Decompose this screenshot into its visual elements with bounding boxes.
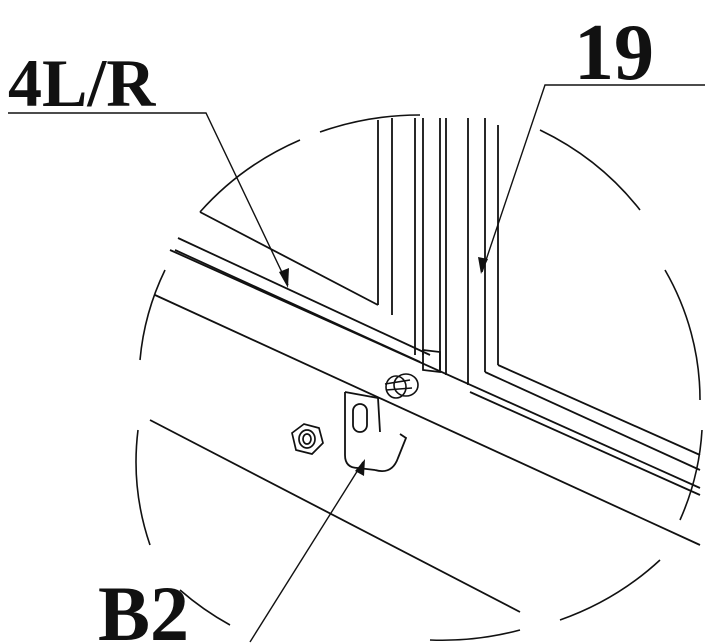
leader-arrowheads [279,257,488,476]
bracket [344,391,408,473]
leader-lines [8,84,705,643]
vertical-profile [377,118,499,385]
horizontal-beam [149,249,701,613]
hex-nut [291,423,324,455]
detail-circle [135,114,703,642]
label-part-4lr: 4L/R [8,45,156,121]
label-part-b2: B2 [98,570,189,644]
bolt [384,373,419,399]
label-part-19: 19 [574,9,654,97]
